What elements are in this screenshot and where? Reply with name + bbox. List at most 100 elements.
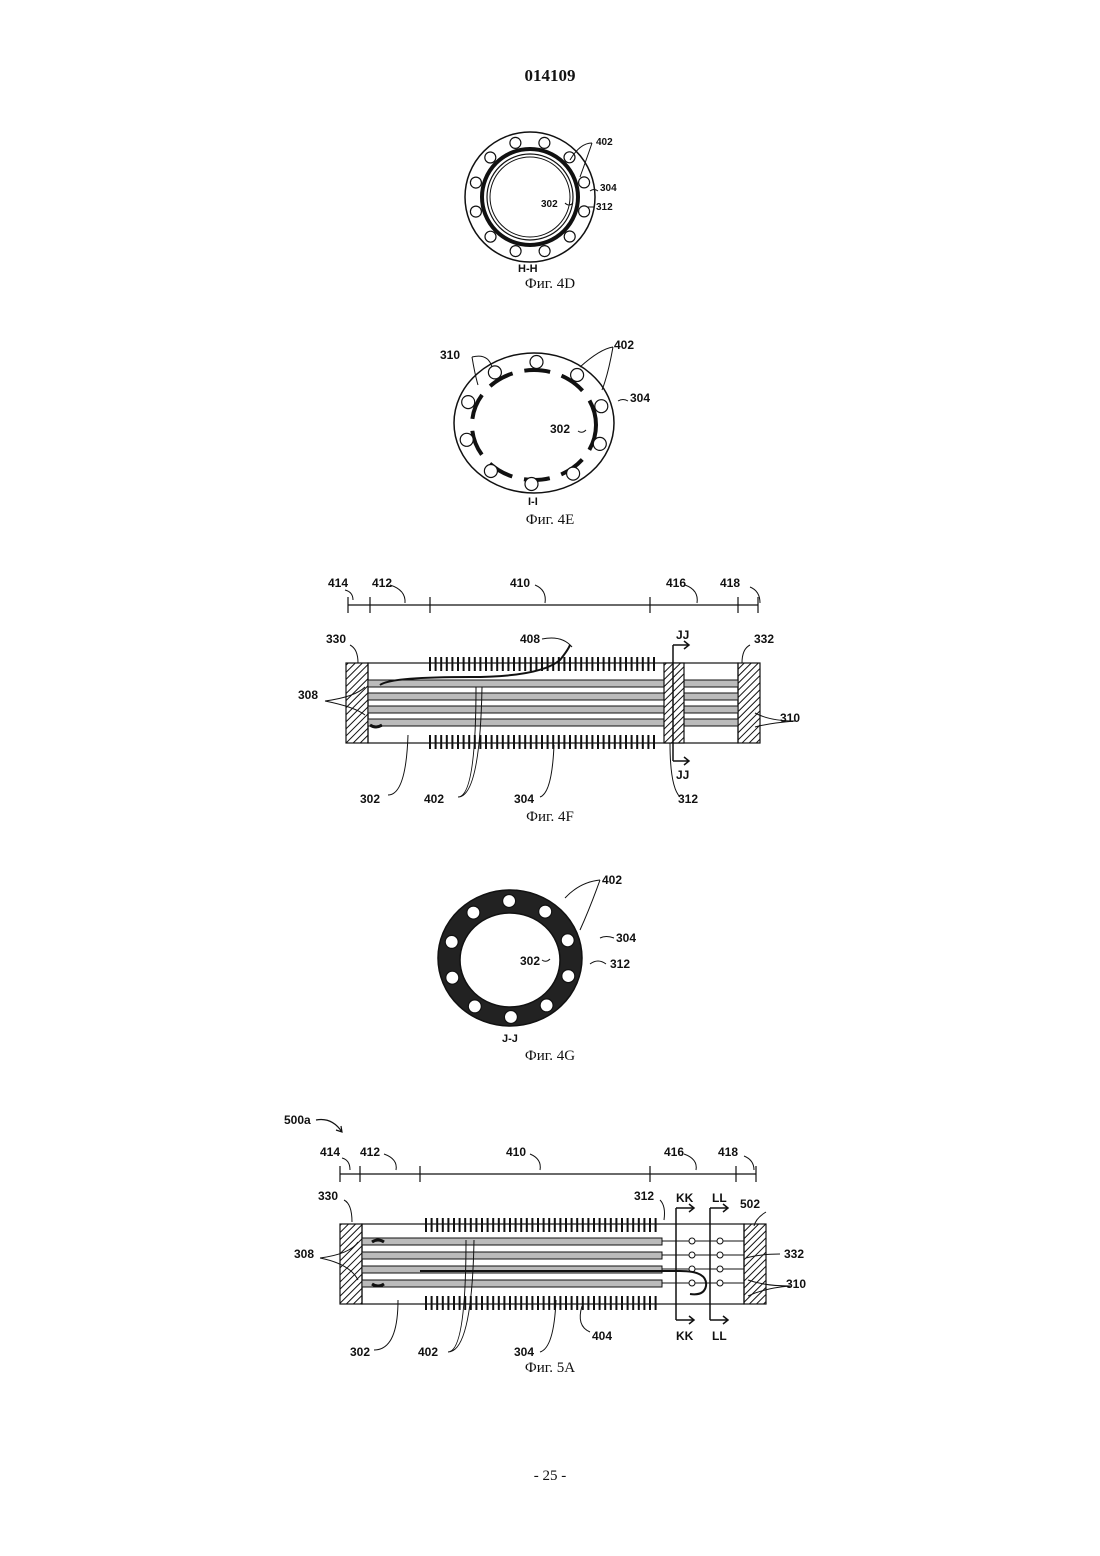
fig4g-inner-tube [460,913,560,1007]
fig5a-housing [362,1224,744,1304]
figure-4d-drawing: 402 304 302 312 H-H [440,125,660,275]
fig4e-section-label: I-I [528,496,538,508]
fig5a-zone-418: 418 [718,1145,738,1159]
bolt-hole [564,231,575,242]
fig5a-zone-414: 414 [320,1145,340,1159]
fig4f-label-308: 308 [298,688,318,702]
fig4f-label-310: 310 [780,711,800,725]
fig5a-label-304: 304 [514,1345,534,1359]
bolt-hole [462,396,475,409]
bolt-hole [470,206,481,217]
fig4f-seal-312 [664,663,684,743]
document-number: 014109 [0,66,1100,86]
bolt-hole [525,478,538,491]
figure-4g-drawing: 402 304 302 312 J-J [430,868,680,1048]
fig5a-section-ll-bottom: LL [712,1329,727,1343]
fig4e-caption: Фиг. 4E [450,512,650,529]
fig4f-zone-416: 416 [666,576,686,590]
fig5a-end-plate-332 [744,1224,766,1304]
fig5a-section-kk-top: KK [676,1191,694,1205]
fig4f-label-312: 312 [678,792,698,806]
fig4d-caption: Фиг. 4D [450,276,650,293]
fig4e-flange [454,353,614,493]
fig4e-label-304: 304 [630,391,650,405]
fig5a-label-404: 404 [592,1329,612,1343]
fig4d-bolt-holes [470,137,589,256]
fig5a-zone-dimension-line [340,1166,756,1182]
bolt-hole [445,935,458,948]
fig4f-end-plate-330 [346,663,368,743]
fig5a-insulator-holes [689,1238,723,1286]
fig4e-bolt-holes [460,356,608,491]
fig4d-label-312: 312 [596,202,613,213]
fig4f-label-330: 330 [326,632,346,646]
fig4f-zone-418: 418 [720,576,740,590]
fig5a-zone-416: 416 [664,1145,684,1159]
bolt-hole [485,152,496,163]
fig5a-section-ll-top: LL [712,1191,727,1205]
insulator-hole [689,1280,695,1286]
bolt-hole [540,999,553,1012]
fig4f-zone-414: 414 [328,576,348,590]
insulator-hole [717,1266,723,1272]
bolt-hole [470,177,481,188]
fig4f-label-408: 408 [520,632,540,646]
fig5a-zone-412: 412 [360,1145,380,1159]
bolt-hole [595,400,608,413]
bolt-hole [562,970,575,983]
fig4d-label-304: 304 [600,183,617,194]
fig5a-section-lines [676,1204,728,1324]
bolt-hole [484,465,497,478]
fig4f-label-302: 302 [360,792,380,806]
fig4f-end-plate-332 [738,663,760,743]
fig4g-section-label: J-J [502,1033,518,1045]
fig4f-fins [430,657,654,749]
insulator-hole [717,1280,723,1286]
fig5a-label-308: 308 [294,1247,314,1261]
fig5a-label-502: 502 [740,1197,760,1211]
bolt-hole [567,467,580,480]
fig4f-zone-410: 410 [510,576,530,590]
fig4d-label-402: 402 [596,137,613,148]
bolt-hole [579,177,590,188]
bolt-hole [561,934,574,947]
bolt-hole [539,137,550,148]
fig5a-tubes [362,1238,744,1287]
page-number: - 25 - [0,1468,1100,1485]
fig5a-zone-410: 410 [506,1145,526,1159]
fig5a-label-302: 302 [350,1345,370,1359]
bolt-hole [571,369,584,382]
bolt-hole [593,437,606,450]
fig4f-label-402: 402 [424,792,444,806]
fig5a-label-310: 310 [786,1277,806,1291]
fig4f-section-jj-top: JJ [676,628,689,642]
fig4e-label-402: 402 [614,338,634,352]
fig4g-label-302: 302 [520,954,540,968]
insulator-hole [717,1252,723,1258]
fig5a-fins [426,1218,656,1310]
fig4f-zone-412: 412 [372,576,392,590]
fig4g-label-402: 402 [602,873,622,887]
fig4g-label-312: 312 [610,957,630,971]
fig4g-caption: Фиг. 4G [450,1048,650,1065]
fig4d-label-302: 302 [541,199,558,210]
fig5a-label-332: 332 [784,1247,804,1261]
figure-5a-drawing: 500a 414 412 410 416 418 KK LL KK LL [280,1108,820,1370]
fig4e-label-310: 310 [440,348,460,362]
bolt-hole [467,906,480,919]
fig4f-zone-dimension-line [348,597,758,613]
figure-4f-drawing: 414 412 410 416 418 JJ JJ 330 40 [290,565,820,810]
bolt-hole [460,433,473,446]
bolt-hole [468,1000,481,1013]
bolt-hole [510,137,521,148]
fig5a-label-330: 330 [318,1189,338,1203]
fig4f-caption: Фиг. 4F [450,809,650,826]
bolt-hole [488,366,501,379]
bolt-hole [530,356,543,369]
fig4d-section-label: H-H [518,263,538,275]
bolt-hole [510,246,521,257]
bolt-hole [579,206,590,217]
fig5a-label-312: 312 [634,1189,654,1203]
bolt-hole [564,152,575,163]
fig5a-label-402: 402 [418,1345,438,1359]
